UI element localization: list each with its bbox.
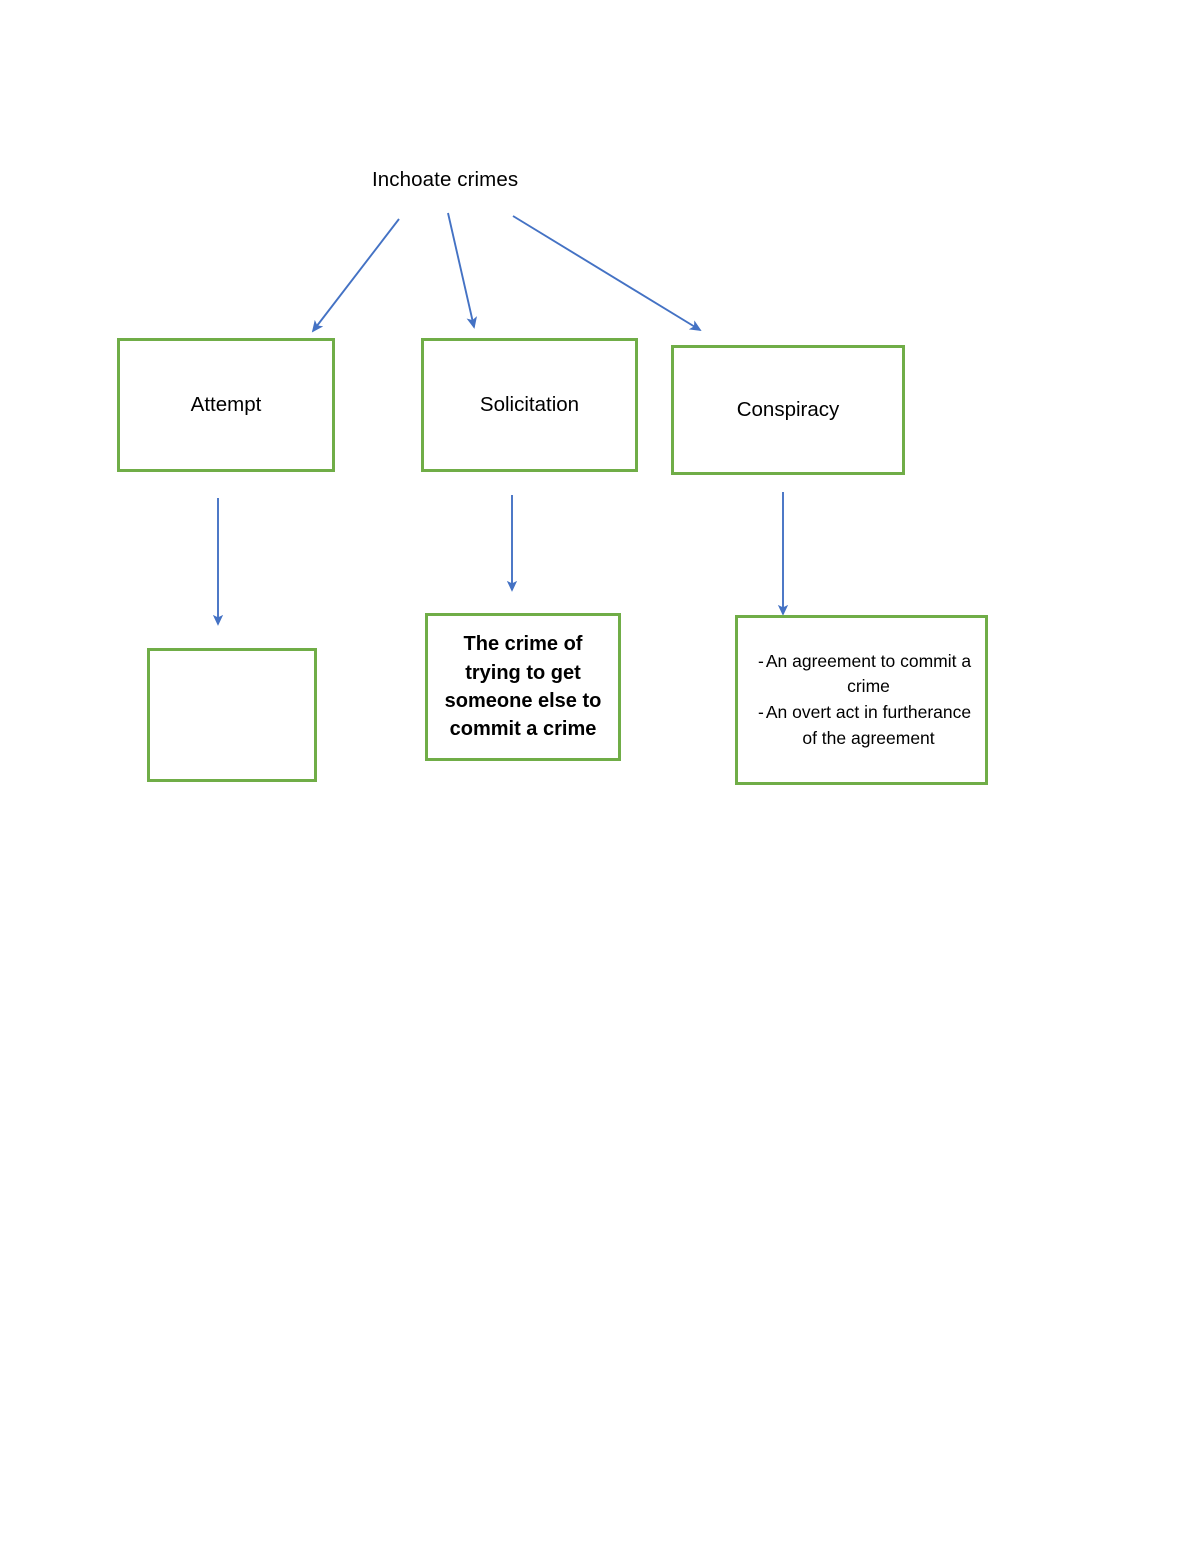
detail-text-solicitation: The crime of trying to get someone else …: [444, 633, 602, 741]
detail-box-solicitation[interactable]: The crime of trying to get someone else …: [425, 613, 621, 761]
node-label-solicitation: Solicitation: [479, 393, 580, 417]
bullet-text: An agreement to commit a crime: [765, 650, 972, 697]
node-box-solicitation[interactable]: Solicitation: [421, 338, 638, 472]
node-box-attempt[interactable]: Attempt: [117, 338, 335, 472]
node-box-conspiracy[interactable]: Conspiracy: [671, 345, 905, 475]
connector-root-to-solicitation: [447, 212, 477, 329]
bullet-dash-icon: -: [758, 702, 764, 722]
node-label-attempt: Attempt: [190, 393, 262, 417]
root-node-label: Inchoate crimes: [372, 168, 519, 191]
list-item: - An agreement to commit a crime: [744, 649, 975, 700]
list-item: - An overt act in furtherance of the agr…: [744, 700, 975, 751]
bullet-text: An overt act in furtherance of the agree…: [765, 702, 972, 748]
detail-box-attempt-empty[interactable]: [147, 648, 317, 782]
connector-root-to-attempt: [311, 218, 400, 333]
bullet-dash-icon: -: [758, 650, 764, 671]
node-label-conspiracy: Conspiracy: [736, 398, 840, 422]
connector-root-to-conspiracy: [512, 215, 702, 331]
detail-box-conspiracy[interactable]: - An agreement to commit a crime - An ov…: [735, 615, 988, 785]
detail-bullet-list-conspiracy: - An agreement to commit a crime - An ov…: [738, 649, 985, 752]
